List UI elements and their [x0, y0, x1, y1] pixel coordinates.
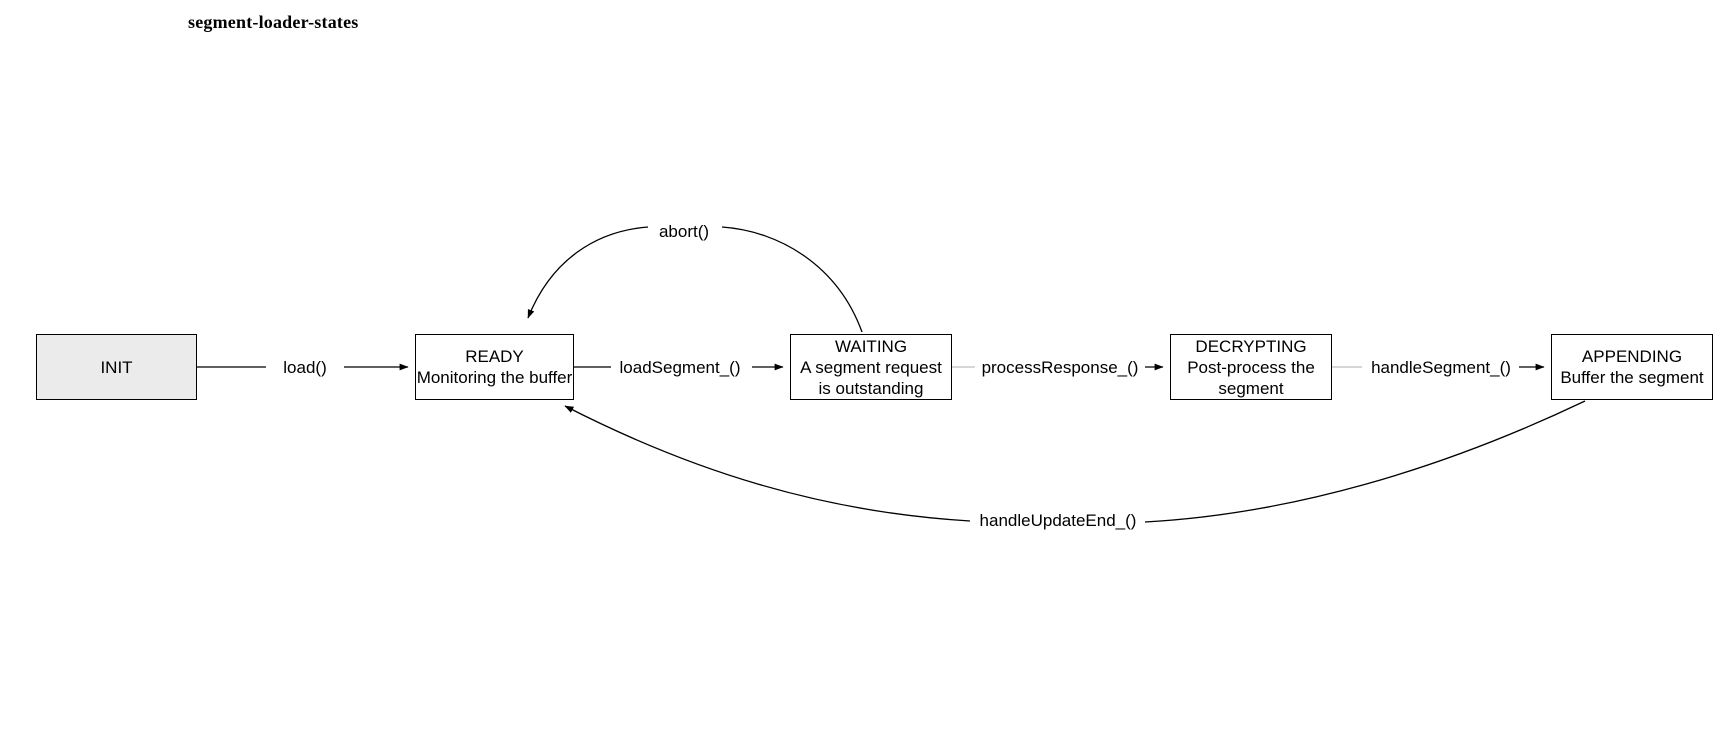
edge-label-load: load() — [279, 358, 331, 378]
state-node-appending[interactable]: APPENDING Buffer the segment — [1551, 334, 1713, 400]
state-node-waiting-title: WAITING — [834, 336, 908, 356]
state-node-init[interactable]: INIT — [36, 334, 197, 400]
state-node-decrypting-title: DECRYPTING — [1195, 336, 1307, 356]
state-node-ready[interactable]: READY Monitoring the buffer — [415, 334, 574, 400]
page-title: segment-loader-states — [188, 12, 359, 32]
edge-label-abort: abort() — [654, 222, 714, 242]
edge-label-process-response: processResponse_() — [977, 358, 1143, 378]
state-node-ready-desc: Monitoring the buffer — [416, 368, 573, 387]
state-node-decrypting-desc: Post-process the segment — [1187, 357, 1315, 398]
state-node-init-title: INIT — [100, 357, 133, 377]
state-node-waiting-desc: A segment request is outstanding — [800, 357, 942, 398]
edge-label-handle-update-end: handleUpdateEnd_() — [975, 511, 1141, 531]
state-node-appending-desc: Buffer the segment — [1560, 368, 1704, 387]
edge-appending-to-ready-update-end — [564, 400, 1586, 523]
state-node-decrypting[interactable]: DECRYPTING Post-process the segment — [1170, 334, 1332, 400]
state-node-ready-title: READY — [465, 347, 524, 366]
edge-label-load-segment: loadSegment_() — [615, 358, 745, 378]
state-node-appending-title: APPENDING — [1581, 347, 1683, 366]
edge-label-handle-segment: handleSegment_() — [1367, 358, 1515, 378]
edge-waiting-to-ready-abort — [527, 226, 863, 333]
state-node-waiting[interactable]: WAITING A segment request is outstanding — [790, 334, 952, 400]
